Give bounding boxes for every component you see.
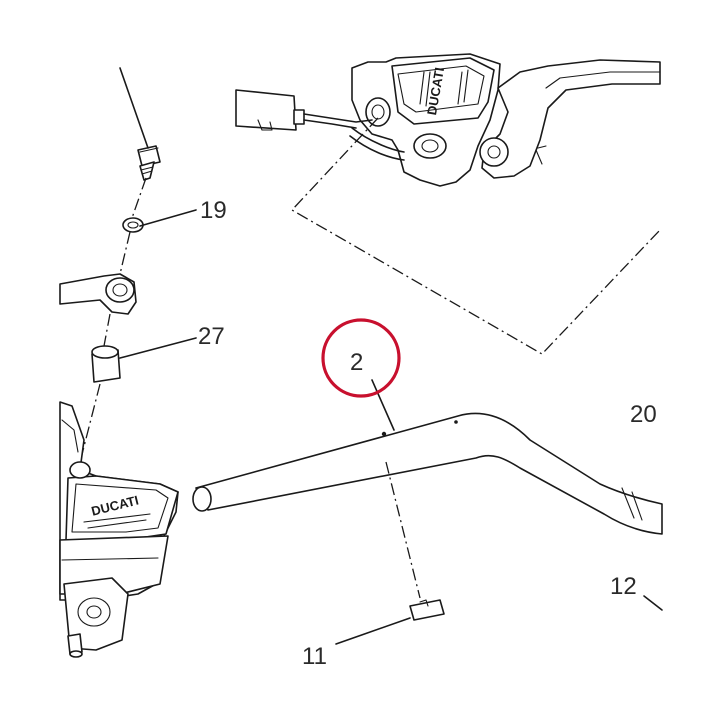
left-master-cylinder-icon: DUCATI bbox=[59, 401, 179, 658]
screw-19-icon bbox=[137, 145, 161, 181]
highlight-circle bbox=[321, 318, 401, 398]
label-part-12[interactable]: 12 bbox=[610, 573, 637, 600]
label-part-11[interactable]: 11 bbox=[302, 643, 327, 670]
clip-guide-line bbox=[385, 461, 421, 599]
clip-11-icon bbox=[409, 599, 445, 621]
label-part-2[interactable]: 2 bbox=[350, 349, 363, 376]
label-part-20[interactable]: 20 bbox=[630, 401, 657, 428]
leader-2 bbox=[371, 379, 395, 431]
handlebar-icon bbox=[192, 412, 663, 535]
label-part-27[interactable]: 27 bbox=[198, 323, 225, 350]
leader-27 bbox=[119, 337, 197, 359]
left-lever-icon bbox=[59, 273, 137, 315]
leader-11 bbox=[335, 617, 411, 645]
spacer-27-icon bbox=[91, 345, 121, 383]
leader-12 bbox=[643, 595, 663, 611]
label-part-19[interactable]: 19 bbox=[200, 197, 227, 224]
washer-19-icon bbox=[122, 217, 144, 233]
assembly-guide-line bbox=[290, 117, 661, 355]
top-master-cylinder-icon: DUCATI bbox=[235, 53, 661, 187]
leader-19 bbox=[139, 209, 197, 227]
leader-top bbox=[119, 67, 149, 149]
